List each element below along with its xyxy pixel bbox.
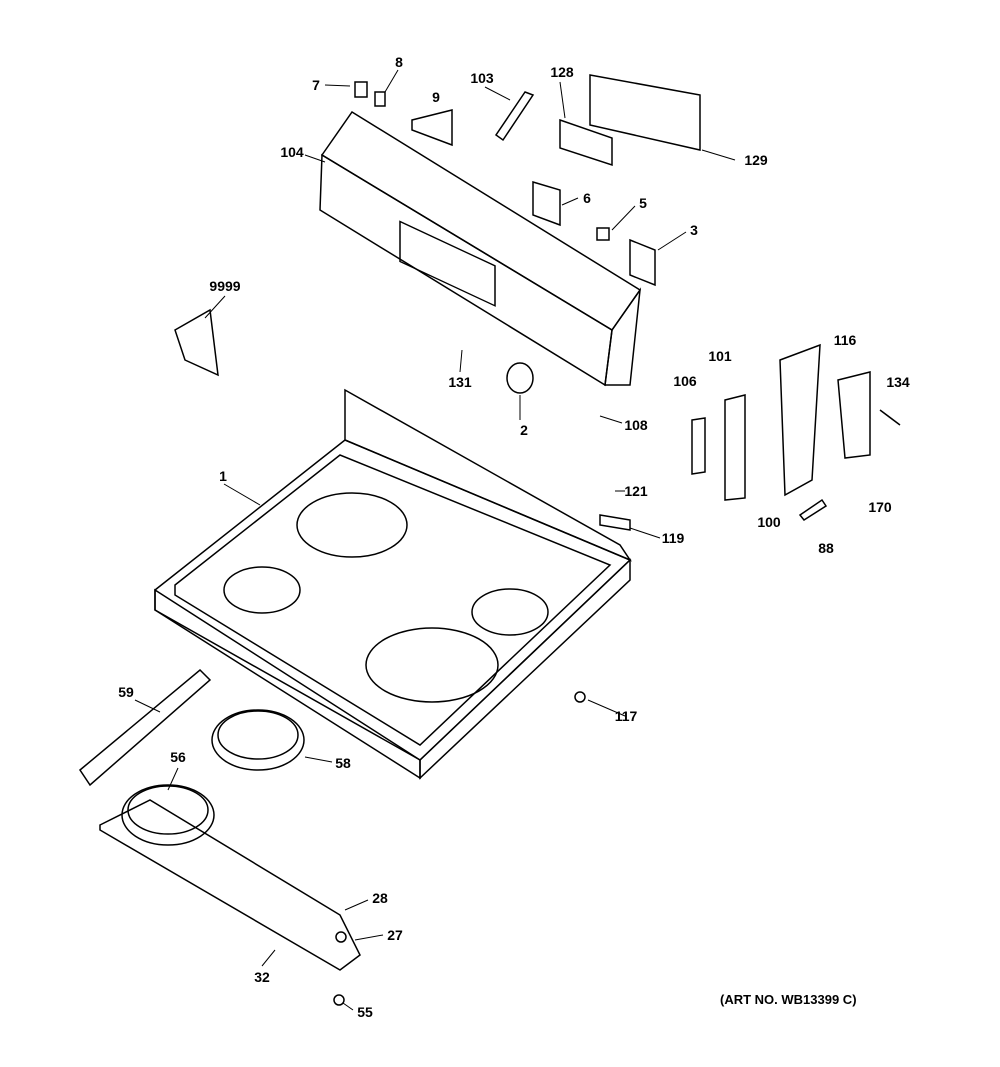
part-6 [532, 180, 561, 227]
knob-2 [506, 362, 534, 394]
callout-100: 100 [757, 514, 781, 530]
part-100 [779, 343, 821, 497]
callout-59: 59 [118, 684, 134, 700]
callout-108: 108 [624, 417, 648, 433]
callout-56: 56 [170, 749, 186, 765]
callout-134: 134 [886, 374, 910, 390]
bracket-59 [79, 668, 212, 787]
callout-88: 88 [818, 540, 834, 556]
screw-134 [879, 409, 901, 426]
element-56 [121, 784, 215, 846]
part-3 [629, 238, 656, 287]
callout-106: 106 [673, 373, 697, 389]
callout-9: 9 [432, 89, 440, 105]
callout-128: 128 [550, 64, 574, 80]
part-103 [494, 91, 535, 142]
callout-7: 7 [312, 77, 320, 93]
part-119 [599, 514, 631, 531]
callout-1: 1 [219, 468, 227, 484]
backsplash-104 [319, 110, 642, 387]
part-5 [596, 227, 610, 241]
callout-58: 58 [335, 755, 351, 771]
callout-116: 116 [833, 332, 857, 348]
part-129 [589, 74, 701, 151]
leader-lines [134, 69, 736, 1011]
callout-5: 5 [639, 195, 647, 211]
callout-28: 28 [372, 890, 388, 906]
callout-3: 3 [690, 222, 698, 238]
part-116 [837, 371, 871, 459]
callout-121: 121 [624, 483, 648, 499]
callout-32: 32 [254, 969, 270, 985]
callout-6: 6 [583, 190, 591, 206]
callout-8: 8 [395, 54, 403, 70]
bracket-32 [99, 799, 361, 971]
part-101 [724, 394, 746, 501]
callout-104: 104 [280, 144, 304, 160]
callout-103: 103 [470, 70, 494, 86]
part-7 [354, 81, 368, 98]
element-58 [211, 709, 305, 771]
callout-2: 2 [520, 422, 528, 438]
callout-131: 131 [448, 374, 472, 390]
cooktop-1 [154, 388, 633, 780]
part-88 [798, 498, 828, 521]
callout-170: 170 [868, 499, 892, 515]
part-106 [691, 417, 706, 475]
part-8 [374, 91, 386, 107]
part-128 [559, 118, 613, 167]
callout-119: 119 [661, 530, 685, 546]
callout-101: 101 [708, 348, 732, 364]
part-9 [411, 109, 453, 147]
art-number: (ART NO. WB13399 C) [720, 992, 857, 1007]
part-9999 [174, 308, 219, 377]
callout-9999: 9999 [209, 278, 241, 294]
callout-27: 27 [387, 927, 403, 943]
callout-129: 129 [744, 152, 768, 168]
callout-117: 117 [614, 708, 638, 724]
callout-55: 55 [357, 1004, 373, 1020]
